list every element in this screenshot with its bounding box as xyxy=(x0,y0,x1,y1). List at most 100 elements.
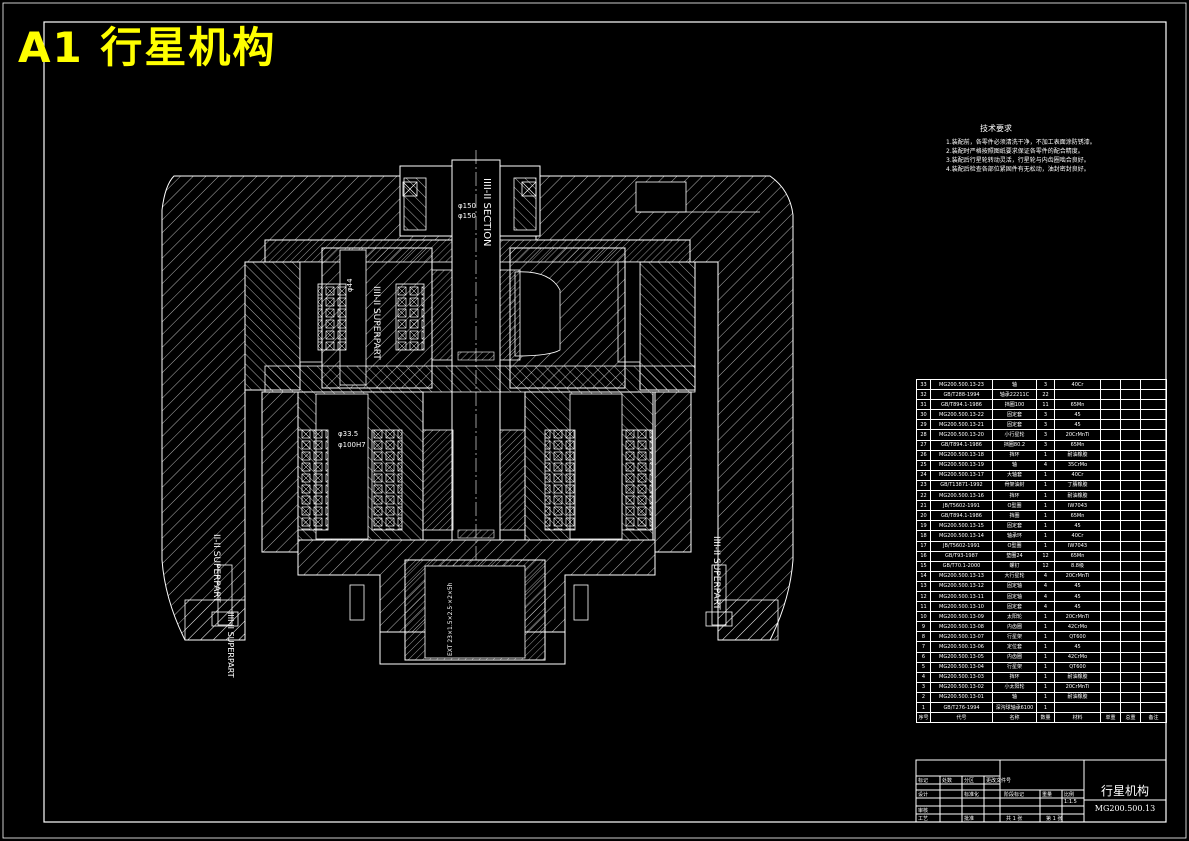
assembly-section-view xyxy=(161,150,794,665)
bom-cell: 小太阳轮 xyxy=(992,681,1037,693)
bom-cell xyxy=(1140,429,1167,441)
bom-cell xyxy=(1140,701,1167,714)
bom-cell xyxy=(1140,580,1167,592)
bom-cell: GB/T894.1-1986 xyxy=(930,510,993,522)
bom-cell: MG200.500.13-05 xyxy=(930,651,993,663)
bom-cell: 3 xyxy=(1036,439,1055,451)
tb-zone: 分区 xyxy=(964,778,975,784)
bom-cell: 1 xyxy=(1036,540,1055,552)
bom-cell: 耐油橡胶 xyxy=(1054,691,1101,704)
tb-process: 工艺 xyxy=(918,816,929,822)
bom-cell xyxy=(1140,570,1167,582)
bom-cell: 31 xyxy=(916,399,931,411)
tb-approve: 批准 xyxy=(964,816,975,822)
bom-cell: 挡圈80.2 xyxy=(992,439,1037,451)
bom-cell: 30 xyxy=(916,409,931,421)
bom-cell: 螺钉 xyxy=(992,560,1037,572)
bom-cell: O型圈 xyxy=(992,500,1037,512)
bom-cell: JB/T5602-1991 xyxy=(930,540,993,552)
bom-cell: MG200.500.13-08 xyxy=(930,621,993,633)
tb-mark: 标记 xyxy=(918,778,929,784)
title-block-frame xyxy=(915,759,1167,823)
bom-cell xyxy=(1140,520,1167,532)
tb-standard: 标准化 xyxy=(964,792,980,798)
bom-cell xyxy=(1100,500,1121,512)
bom-cell: 18 xyxy=(916,530,931,542)
bom-cell: MG200.500.13-18 xyxy=(930,449,993,461)
bom-cell xyxy=(1140,651,1167,663)
bom-cell xyxy=(1100,641,1121,653)
bom-header-cell: 材料 xyxy=(1054,712,1101,724)
bom-cell: 挡环 xyxy=(992,490,1037,502)
bom-cell: 挡环 xyxy=(992,671,1037,683)
bom-cell xyxy=(1120,500,1141,512)
bom-cell xyxy=(1100,621,1121,633)
bom-cell xyxy=(1120,439,1141,451)
bom-cell: 1 xyxy=(1036,469,1055,481)
label-superpart-left: II-II SUPERPART xyxy=(211,534,221,603)
bom-cell: 挡环 xyxy=(992,449,1037,461)
bom-cell xyxy=(1140,601,1167,613)
bom-cell xyxy=(1140,530,1167,542)
bom-cell xyxy=(1120,590,1141,603)
bom-cell: 骨架油封 xyxy=(992,479,1037,492)
dim-phi100: φ100H7 xyxy=(338,441,366,449)
bom-cell xyxy=(1120,560,1141,572)
bom-cell: 24 xyxy=(916,469,931,481)
bom-cell xyxy=(1100,550,1121,562)
bom-cell xyxy=(1140,439,1167,451)
bom-cell: 20CrMnTi xyxy=(1054,681,1101,693)
bom-cell: 22 xyxy=(1036,389,1055,401)
bom-cell xyxy=(1100,449,1121,461)
bom-cell xyxy=(1120,631,1141,643)
bom-cell xyxy=(1100,631,1121,643)
bom-cell: 33 xyxy=(916,378,931,391)
bom-cell: GB/T276-1994 xyxy=(930,701,993,714)
bom-cell: MG200.500.13-07 xyxy=(930,631,993,643)
bom-cell: 轴承环 xyxy=(992,530,1037,542)
bom-cell: 32 xyxy=(916,389,931,401)
bom-cell: 35CrMo xyxy=(1054,459,1101,471)
tb-sheet-no: 第 1 张 xyxy=(1046,816,1063,822)
bom-header-cell: 名称 xyxy=(992,712,1037,724)
bom-cell: 4 xyxy=(1036,601,1055,613)
bom-cell: 14 xyxy=(916,570,931,582)
bom-header-cell: 代号 xyxy=(930,712,993,724)
bom-cell: 固定轴 xyxy=(992,580,1037,592)
bom-cell xyxy=(1120,469,1141,481)
tb-count: 处数 xyxy=(942,778,953,784)
lower-ring-right xyxy=(654,391,692,553)
bom-cell xyxy=(1140,691,1167,704)
bom-cell xyxy=(1100,429,1121,441)
bom-cell: 27 xyxy=(916,439,931,451)
bom-header-cell: 总重 xyxy=(1120,712,1141,724)
bom-cell xyxy=(1120,540,1141,552)
bom-cell xyxy=(1140,550,1167,562)
bom-cell: 45 xyxy=(1054,590,1101,603)
bom-cell xyxy=(1120,611,1141,623)
bom-cell: 20 xyxy=(916,510,931,522)
tb-change: 更改文件号 xyxy=(986,778,1012,784)
bom-cell: QT600 xyxy=(1054,661,1101,673)
bom-cell xyxy=(1100,691,1121,704)
bom-cell xyxy=(1100,520,1121,532)
bom-cell: 9 xyxy=(916,621,931,633)
bom-cell: 45 xyxy=(1054,520,1101,532)
bom-cell: 大行星轮 xyxy=(992,570,1037,582)
bom-cell xyxy=(1100,459,1121,471)
bom-cell: 45 xyxy=(1054,409,1101,421)
bom-header-cell: 单重 xyxy=(1100,712,1121,724)
bom-cell: MG200.500.13-16 xyxy=(930,490,993,502)
bom-header-cell: 备注 xyxy=(1140,712,1167,724)
